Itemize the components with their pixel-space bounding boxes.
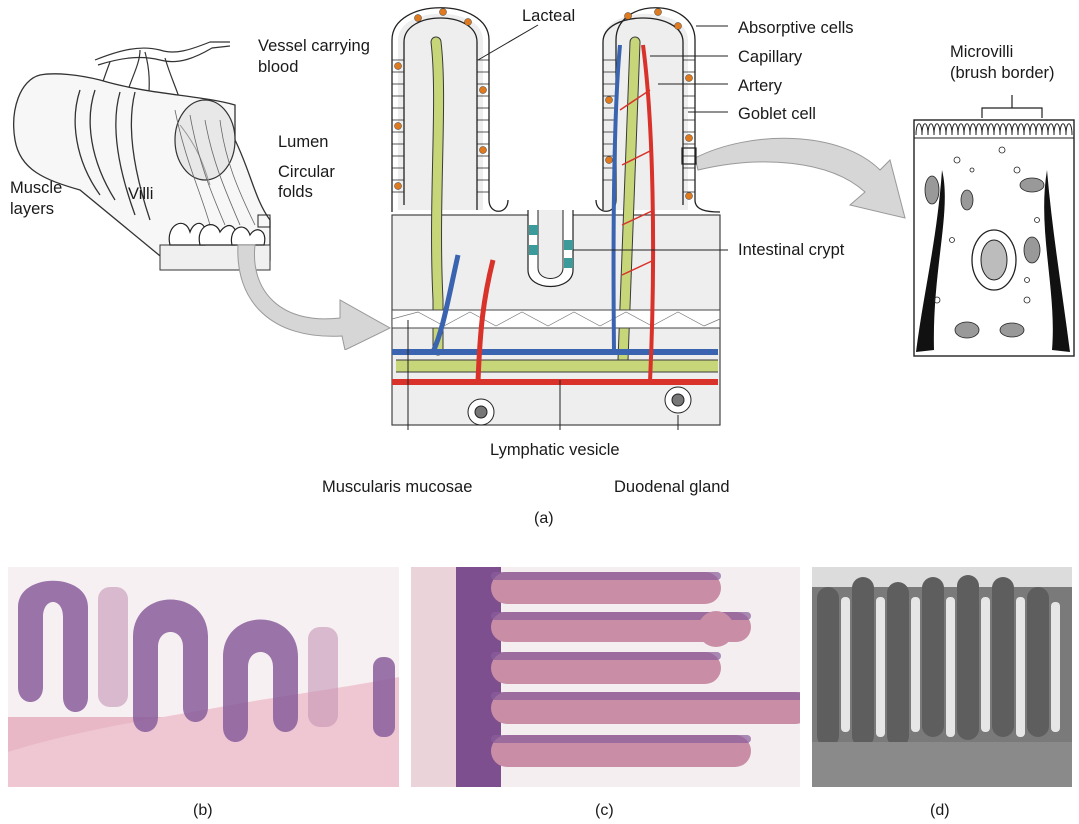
label-muscle-layers-line2: layers: [10, 200, 55, 218]
villus-section-illustration: [391, 7, 728, 430]
micrograph-c: [411, 567, 800, 787]
label-vessel-line2: blood: [258, 58, 299, 76]
label-circular-folds-line2: folds: [278, 183, 313, 201]
label-artery: Artery: [738, 77, 783, 95]
label-vessel-line1: Vessel carrying: [258, 37, 370, 55]
label-absorptive-cells: Absorptive cells: [738, 19, 854, 37]
zoom-arrow-right: [694, 137, 906, 219]
label-muscle-layers-line1: Muscle: [10, 179, 63, 197]
zoom-arrow-left: [237, 244, 392, 350]
micrograph-b: [8, 567, 399, 787]
caption-a: (a): [534, 510, 554, 527]
absorptive-cell-illustration: [913, 95, 1075, 357]
label-intestinal-crypt: Intestinal crypt: [738, 241, 845, 259]
caption-c: (c): [595, 802, 614, 819]
label-circular-folds-line1: Circular: [278, 163, 335, 181]
caption-b: (b): [193, 802, 213, 819]
label-lumen: Lumen: [278, 133, 329, 151]
label-lacteal: Lacteal: [522, 7, 576, 25]
micrograph-d: [812, 567, 1072, 787]
label-microvilli-line2: (brush border): [950, 64, 1055, 82]
label-microvilli-line1: Microvilli: [950, 43, 1014, 61]
caption-d: (d): [930, 802, 950, 819]
label-muscularis-mucosae: Muscularis mucosae: [322, 478, 473, 496]
label-capillary: Capillary: [738, 48, 803, 66]
label-goblet-cell: Goblet cell: [738, 105, 816, 123]
label-villi: Villi: [128, 185, 154, 203]
label-lymphatic-vesicle: Lymphatic vesicle: [490, 441, 620, 459]
label-duodenal-gland: Duodenal gland: [614, 478, 730, 496]
